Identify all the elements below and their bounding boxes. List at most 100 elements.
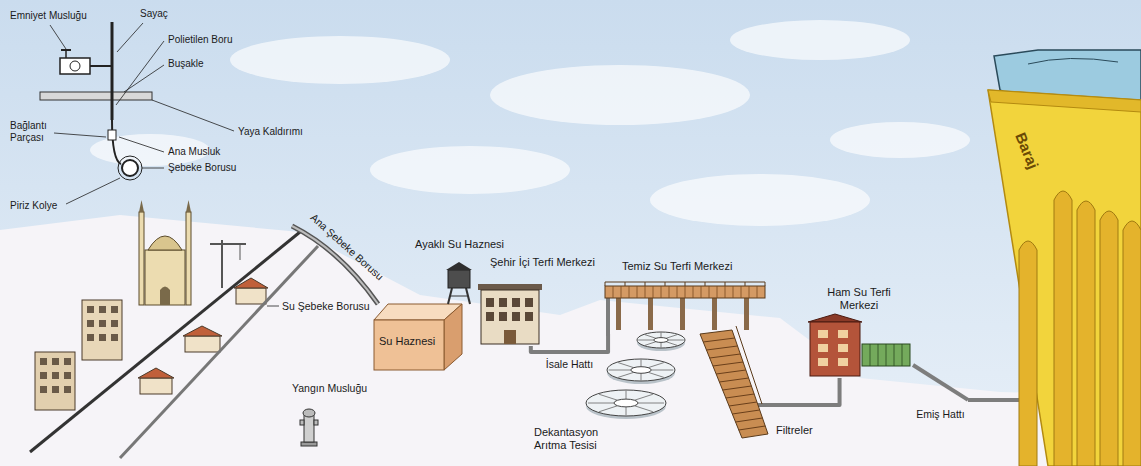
tank-spoke — [599, 394, 617, 400]
window — [40, 372, 47, 379]
network-pipe — [120, 246, 318, 458]
window — [64, 372, 71, 379]
deck-hatch — [621, 286, 622, 298]
railing-post — [765, 282, 766, 286]
dam-buttress — [1100, 211, 1118, 466]
fire-hydrant — [300, 409, 318, 446]
window — [512, 312, 520, 321]
dam-buttress — [1054, 191, 1072, 466]
window — [486, 298, 494, 307]
pump-station: Ham Su Terfi Merkezi — [805, 286, 913, 378]
cloud — [370, 146, 570, 194]
building-body — [810, 322, 860, 376]
deck-hatch — [629, 286, 630, 298]
clouds — [90, 20, 970, 226]
part-label: Piriz Kolye — [10, 200, 57, 212]
window — [52, 358, 59, 365]
house — [185, 336, 220, 352]
tank-rim — [586, 390, 666, 416]
pump-hall-panel — [878, 344, 879, 366]
deck — [605, 286, 765, 298]
leader-line — [50, 25, 66, 49]
railing-post — [725, 282, 726, 286]
minaret-spire — [186, 200, 191, 212]
part-label: Ana Musluk — [168, 146, 220, 158]
filter-cell — [739, 426, 765, 430]
filter-cell — [710, 354, 741, 358]
leader-line — [119, 137, 164, 152]
tank-spoke — [645, 342, 656, 346]
deck-hatch — [733, 286, 734, 298]
window — [52, 372, 59, 379]
label-anchor: Yangın Musluğu — [292, 382, 367, 395]
filter-stack — [700, 330, 768, 438]
pump-hall-panel — [886, 344, 887, 366]
tank-spoke — [599, 406, 617, 412]
pump-station: Şehir İçi Terfi Merkezi — [478, 254, 602, 346]
node-label: Ayaklı Su Haznesi — [415, 238, 504, 251]
meter-pipe — [90, 65, 112, 67]
water-pipe — [531, 334, 608, 352]
tank-spoke — [648, 363, 664, 368]
leader-line — [116, 41, 164, 105]
leader-line — [66, 178, 120, 204]
pipe-riser — [606, 298, 610, 336]
tank-spoke — [588, 403, 614, 404]
tower-brace — [450, 296, 468, 297]
window — [111, 320, 118, 327]
leader-line — [117, 23, 143, 52]
dam-crest — [988, 90, 1141, 112]
reservoir-side — [444, 304, 462, 370]
cloud — [830, 122, 970, 158]
hydrant-cap — [303, 409, 315, 417]
railing-post — [605, 282, 606, 286]
filter-cell — [716, 370, 746, 374]
dam-art — [968, 50, 1141, 466]
railing-post — [645, 282, 646, 286]
minaret — [186, 212, 191, 305]
house — [236, 288, 266, 304]
hydrant-nozzle — [314, 420, 318, 425]
part-label: Polietilen Boru — [168, 34, 232, 46]
label-anchor: Ana Şebeke Borusu — [347, 247, 440, 260]
pillar — [680, 298, 685, 330]
valve-stem — [65, 50, 67, 58]
leader-line — [142, 168, 164, 169]
dam: Baraj — [968, 50, 1141, 466]
meter-dial — [70, 61, 80, 71]
deck-hatch — [677, 286, 678, 298]
deck-hatch — [669, 286, 670, 298]
filter-rail — [736, 326, 762, 404]
cloud — [730, 20, 910, 60]
tank-spoke — [626, 391, 627, 399]
filter-cell — [706, 346, 737, 350]
node-label: Temiz Su Terfi Merkezi — [622, 260, 732, 273]
window — [99, 306, 106, 313]
leader-line — [54, 133, 106, 137]
part-label: Su Şebeke Borusu — [282, 300, 370, 313]
window — [99, 320, 106, 327]
hydrant-body — [304, 414, 314, 442]
window — [486, 312, 494, 321]
tank-center — [654, 338, 668, 343]
water-ripple — [1028, 58, 1118, 64]
tower-roof — [446, 262, 472, 270]
water-pipe — [820, 378, 840, 405]
reservoir-front — [374, 320, 444, 370]
deck-hatch — [709, 286, 710, 298]
roof-slab — [478, 284, 542, 290]
window — [87, 306, 94, 313]
tank-center — [614, 399, 638, 407]
tank-spoke — [634, 406, 652, 412]
tank-spoke — [661, 342, 662, 347]
tank-spoke — [638, 340, 654, 341]
ground — [0, 215, 1141, 466]
windows — [87, 306, 118, 341]
window — [40, 358, 47, 365]
valve-handle — [61, 49, 71, 51]
tank-spoke — [626, 407, 627, 415]
deck-hatch — [725, 286, 726, 298]
